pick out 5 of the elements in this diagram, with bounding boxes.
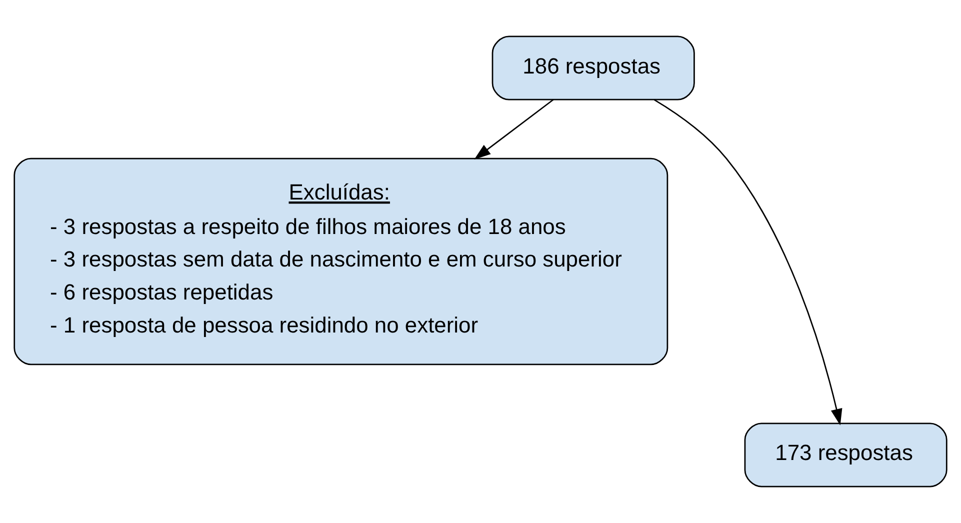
arrow [474, 99, 554, 160]
node-box: 186 respostas [492, 36, 695, 100]
arrow [654, 99, 842, 426]
node-box: 173 respostas [744, 422, 948, 488]
node-box: Excluídas: - 3 respostas a respeito de filhos maiores de 18 anos - 3 respostas sem data de nascimento e em curso superior - 6 respostas repetidas - 1 resposta de pessoa residindo no exterior [14, 158, 668, 366]
